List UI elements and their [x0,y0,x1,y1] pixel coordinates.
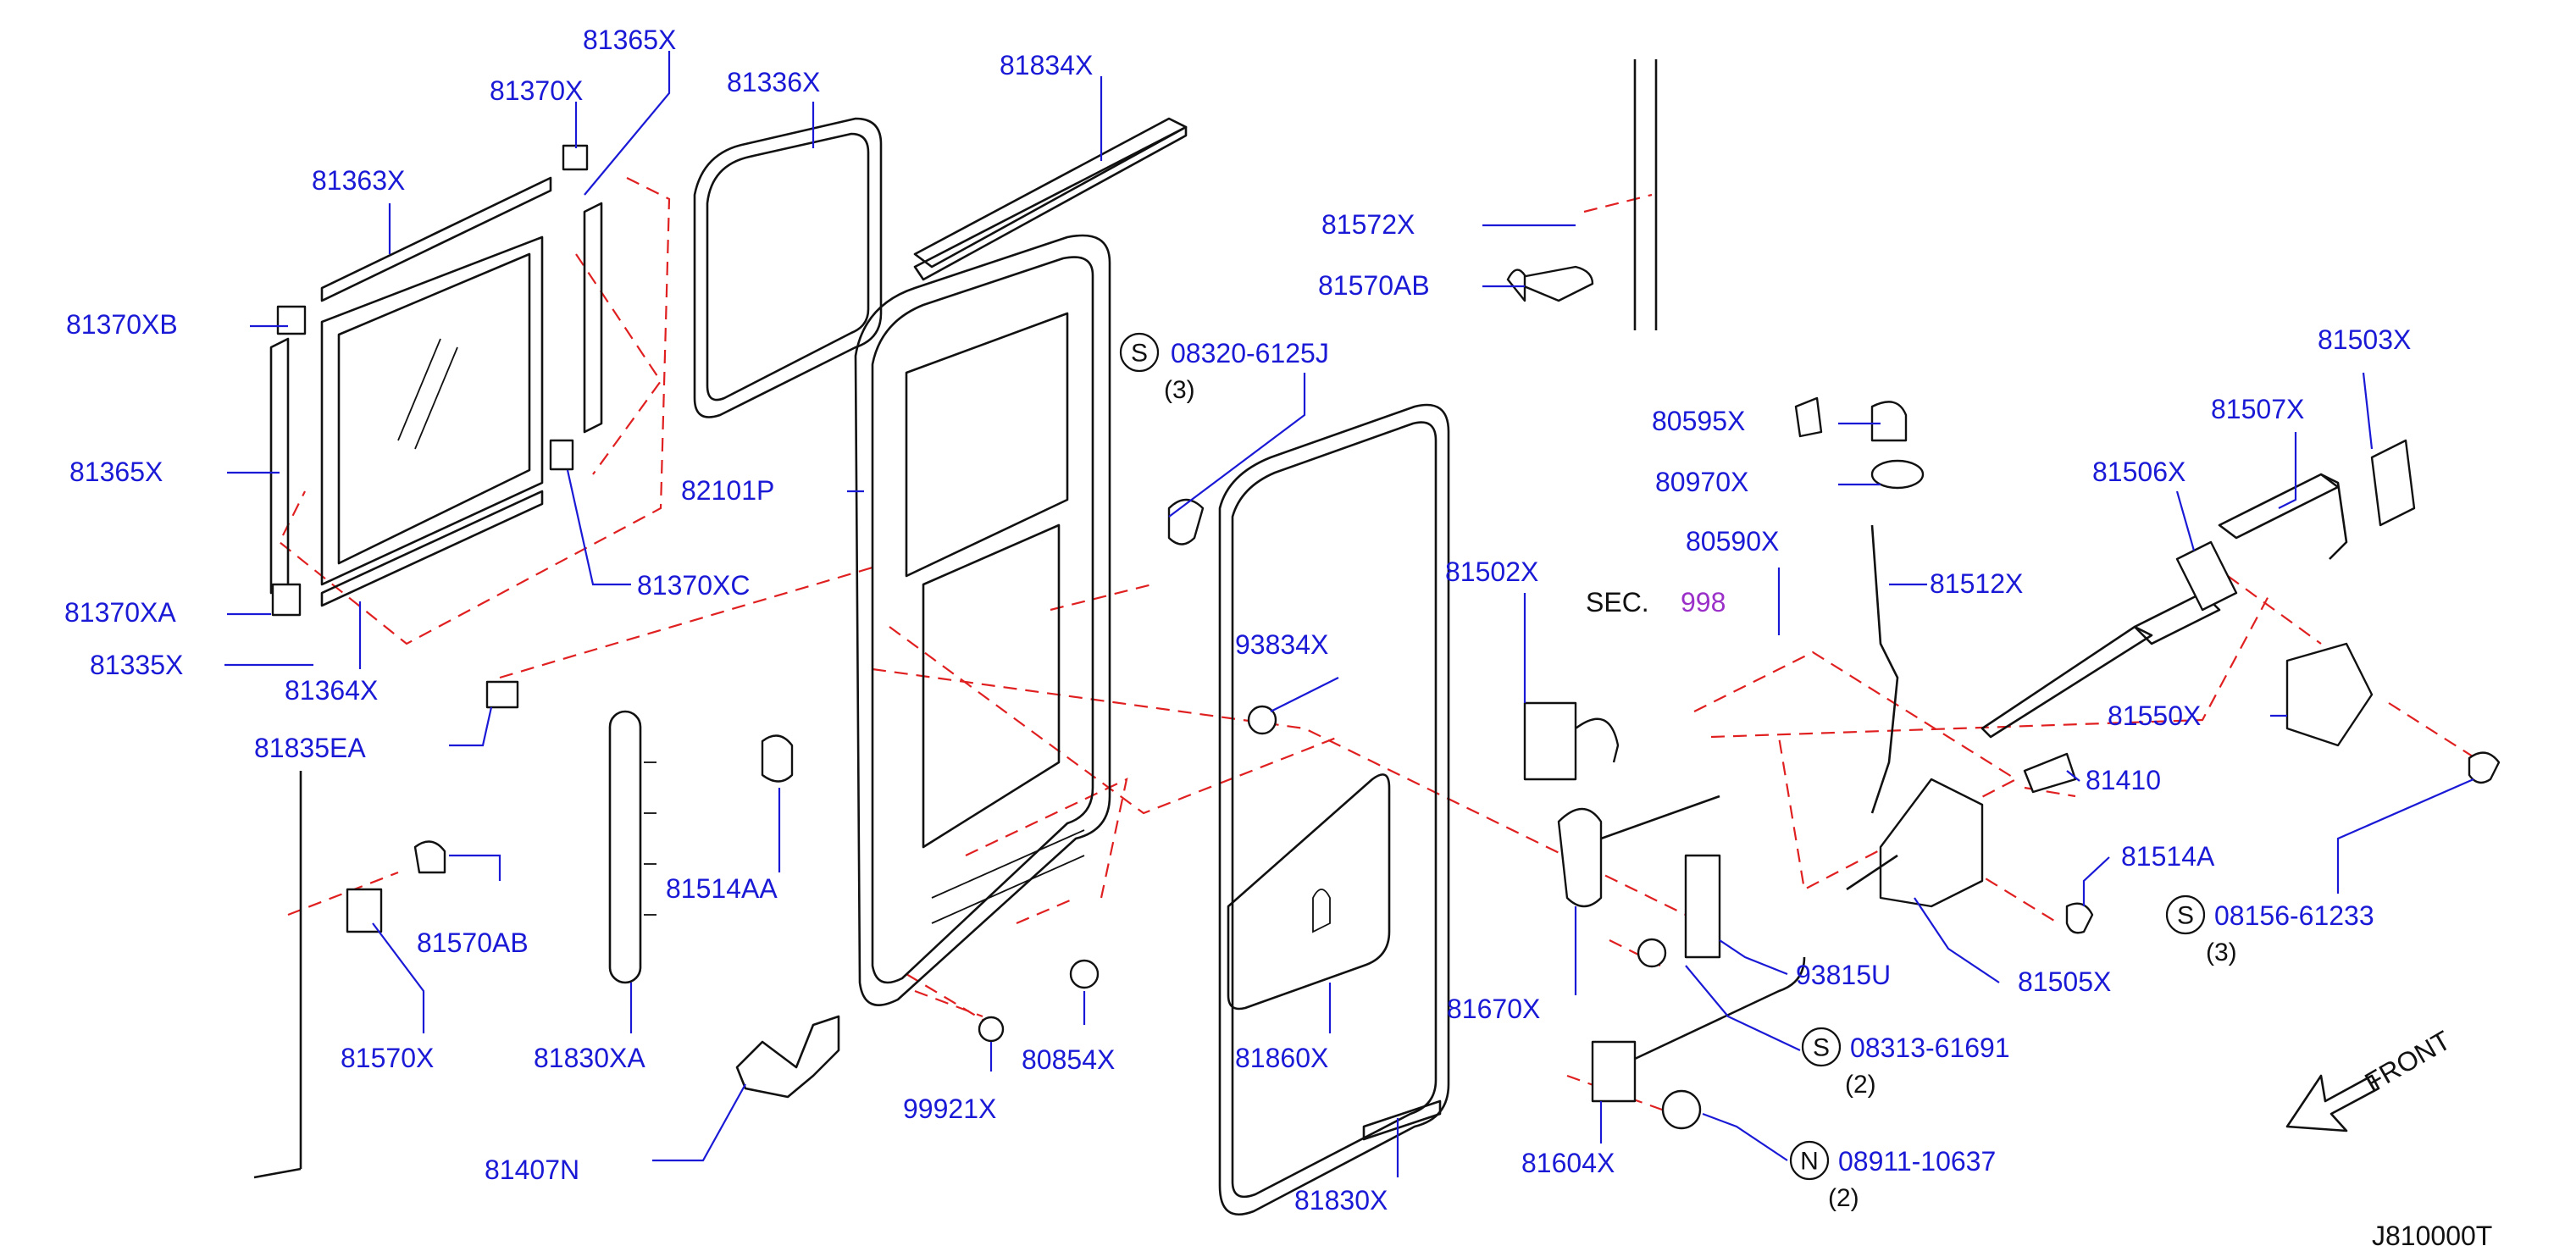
part-label: 81514A [2121,841,2215,872]
door-seal-weatherstrip [1218,403,1450,1216]
part-label: 81570AB [417,928,529,958]
part-label: 81370X [490,75,583,106]
fastener-symbol: N [1800,1148,1819,1176]
part-label: 81550X [2108,700,2201,731]
fastener-quantity: (3) [1164,376,1195,404]
section-ref-number: 998 [1681,587,1726,617]
part-label: 81363X [312,165,405,196]
part-label: 81502X [1445,557,1538,587]
fastener-part-number: 08911-10637 [1838,1146,1996,1177]
fastener-part-number: 08313-61691 [1850,1033,2010,1063]
part-label: 81335X [90,650,183,680]
diagram-code: J810000T [2372,1221,2492,1251]
part-labels: 81365X 81370X 81336X 81834X 81363X 81370… [64,25,2411,1215]
part-label: 80970X [1655,467,1748,497]
part-label: 81506X [2092,457,2185,487]
section-ref-prefix: SEC. [1586,587,1649,617]
part-label: 81512X [1930,568,2023,599]
leader-lines [224,51,2474,1177]
fastener-symbol: S [1813,1034,1830,1062]
part-label: 81507X [2211,394,2304,424]
part-label: 81830XA [534,1043,645,1073]
part-label: 81365X [583,25,676,55]
body-pillar-lines [253,59,1658,1179]
part-label: 82101P [681,475,774,506]
part-label: 81370XA [64,597,176,628]
part-label: 81365X [69,457,163,487]
part-label: 81505X [2018,966,2111,997]
part-label: 80590X [1686,526,1779,557]
fastener-callout-08320: S 08320-6125J (3) [1119,332,1329,404]
window-glass-assembly [269,144,603,617]
part-label: 81570AB [1318,270,1430,301]
small-hardware [346,265,1594,1099]
part-label: 81834X [1000,50,1093,80]
front-arrow-icon [2285,1074,2380,1132]
part-label: 81572X [1321,209,1415,240]
part-label: 81830X [1294,1185,1388,1215]
part-label: 93815U [1796,960,1891,990]
part-label: 81503X [2318,324,2411,355]
hinge-pin-tube [608,710,656,984]
part-label: 80854X [1022,1044,1115,1075]
part-label: 81336X [727,67,820,97]
fastener-part-number: 08320-6125J [1171,338,1329,368]
part-label: 81407N [485,1155,579,1185]
front-label: FRONT [2360,1025,2456,1098]
fastener-part-number: 08156-61233 [2214,900,2374,931]
fastener-callout-08313: S 08313-61691 (2) [1801,1027,2010,1099]
assembly-guide-lines [278,177,2483,1120]
fastener-quantity: (3) [2206,939,2237,966]
part-label: 81860X [1235,1043,1328,1073]
part-label: 81670X [1447,994,1540,1024]
upper-finisher-strip [913,117,1188,281]
trim-board [1227,773,1391,1011]
section-reference: SEC. 998 [1586,587,1726,617]
front-direction-indicator: FRONT [2285,1025,2456,1132]
part-label: 81370XC [637,570,750,601]
fastener-quantity: (2) [1845,1071,1876,1099]
part-label: 81604X [1521,1148,1615,1178]
part-label: 81370XB [66,309,178,340]
rear-door-panel [854,234,1111,1006]
window-weatherstrip [693,117,883,418]
lower-seal-strip [1362,1099,1442,1141]
part-label: 81835EA [254,733,366,763]
part-label: 81410 [2086,765,2161,795]
part-label: 81364X [285,675,378,706]
part-label: 81514AA [666,873,778,904]
fastener-symbol: S [1131,340,1148,368]
fastener-quantity: (2) [1828,1184,1859,1212]
part-label: 81570X [341,1043,434,1073]
part-label: 99921X [903,1094,996,1124]
fastener-callout-08156: S 08156-61233 (3) [2165,894,2374,966]
part-label: 93834X [1235,629,1328,660]
latch-and-handle-hardware [1523,396,2501,1130]
part-label: 80595X [1652,406,1745,436]
fastener-symbol: S [2177,902,2194,930]
fastener-callout-08911: N 08911-10637 (2) [1789,1140,1996,1212]
